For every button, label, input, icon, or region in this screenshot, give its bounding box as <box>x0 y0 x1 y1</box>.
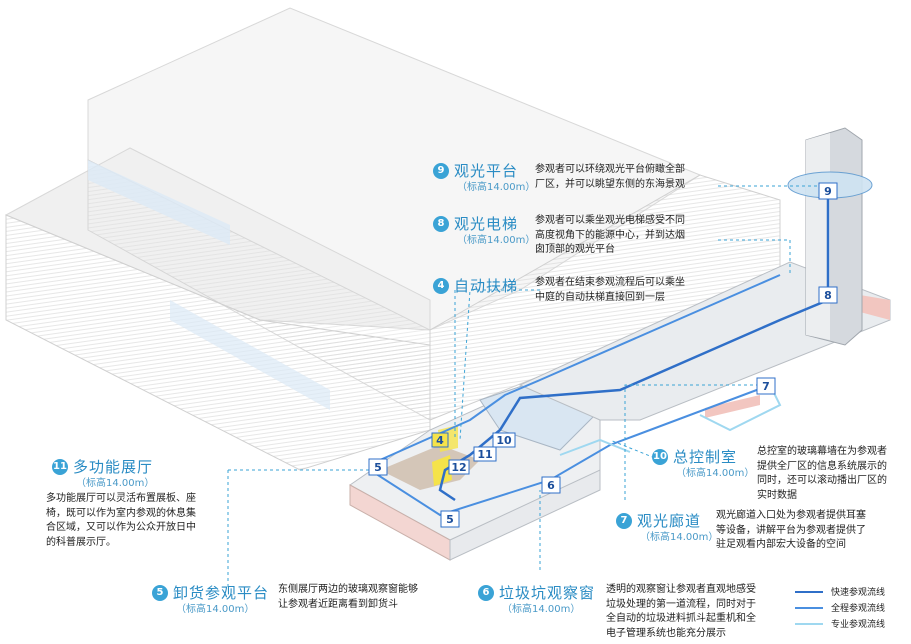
callout-title: 观光廊道 <box>637 512 702 530</box>
legend-swatch <box>795 606 823 609</box>
marker-12: 12 <box>451 461 466 474</box>
elevation-label: （标高14.00m） <box>640 532 719 543</box>
callout-observation-platform: 9 观光平台 （标高14.00m） <box>433 160 535 195</box>
marker-6: 6 <box>547 479 555 492</box>
elevation-label: （标高14.00m） <box>502 604 581 615</box>
legend-pro: 专业参观流线 <box>795 617 885 630</box>
callout-desc-11: 多功能展厅可以灵活布置展板、座椅，既可以作为室内参观的休息集合区域，又可以作为公… <box>46 493 196 548</box>
legend-swatch <box>795 622 823 625</box>
marker-9: 9 <box>824 185 832 198</box>
callout-desc-10: 总控室的玻璃幕墙在为参观者提供全厂区的信息系统展示的同时，还可以滚动播出厂区的实… <box>757 446 887 501</box>
route-markers: 9 8 7 10 11 4 12 5 5 6 <box>368 182 838 528</box>
callout-title: 多功能展厅 <box>73 458 154 476</box>
callout-desc-7: 观光廊道入口处为参观者提供耳塞等设备，讲解平台为参观者提供了驻足观看内部宏大设备… <box>716 510 866 550</box>
marker-11: 11 <box>477 448 492 461</box>
number-badge: 8 <box>433 215 449 232</box>
legend-full: 全程参观流线 <box>795 601 885 614</box>
legend-swatch <box>795 590 823 593</box>
callout-desc-9: 参观者可以环绕观光平台俯瞰全部厂区，并可以眺望东侧的东海景观 <box>535 164 685 190</box>
marker-4: 4 <box>436 434 444 447</box>
callout-title: 自动扶梯 <box>454 277 519 295</box>
leader-lines <box>227 185 828 590</box>
glass-strip-2 <box>170 300 330 410</box>
callout-unloading-platform: 5 卸货参观平台 （标高14.00m） <box>152 582 269 617</box>
marker-5a: 5 <box>374 461 382 474</box>
marker-8: 8 <box>824 289 832 302</box>
callout-escalator: 4 自动扶梯 <box>433 275 518 296</box>
callout-sightseeing-corridor: 7 观光廊道 （标高14.00m） <box>616 510 718 545</box>
number-badge: 7 <box>616 512 632 529</box>
callout-control-room: 10 总控制室 （标高14.00m） <box>652 446 754 481</box>
callout-desc-5: 东侧展厅两边的玻璃观察窗能够让参观者近距离看到卸货斗 <box>278 584 418 610</box>
elevation-label: （标高14.00m） <box>676 468 755 479</box>
number-badge: 9 <box>433 162 449 179</box>
callout-sightseeing-elevator: 8 观光电梯 （标高14.00m） <box>433 213 535 248</box>
number-badge: 4 <box>433 277 449 294</box>
elevation-label: （标高14.00m） <box>76 478 155 489</box>
yellow-area <box>432 455 452 486</box>
callout-waste-pit-window: 6 垃圾坑观察窗 （标高14.00m） <box>478 582 595 617</box>
pro-route <box>559 384 782 456</box>
marker-10: 10 <box>496 434 512 447</box>
elevation-label: （标高14.00m） <box>176 604 255 615</box>
elevation-label: （标高14.00m） <box>457 182 536 193</box>
number-badge: 6 <box>478 584 494 601</box>
callout-title: 观光平台 <box>454 162 519 180</box>
number-badge: 5 <box>152 584 168 601</box>
number-badge: 11 <box>52 458 68 475</box>
fast-route <box>438 190 830 502</box>
corridor-pink <box>860 295 890 320</box>
elevation-label: （标高14.00m） <box>457 235 536 246</box>
legend-fast: 快速参观流线 <box>795 585 885 598</box>
callout-desc-6: 透明的观察窗让参观者直观地感受垃圾处理的第一道流程，同时对于全自动的垃圾进料抓斗… <box>606 584 756 639</box>
floor-brown <box>380 445 480 490</box>
callout-title: 观光电梯 <box>454 215 519 233</box>
callout-title: 总控制室 <box>673 448 738 466</box>
number-badge: 10 <box>652 448 668 465</box>
callout-desc-4: 参观者在结束参观流程后可以乘坐中庭的自动扶梯直接回到一层 <box>535 277 685 303</box>
glass-strip <box>88 160 230 245</box>
marker-7: 7 <box>762 380 770 393</box>
marker-5b: 5 <box>446 513 454 526</box>
corridor-pink-2 <box>705 395 760 418</box>
callout-desc-8: 参观者可以乘坐观光电梯感受不同高度视角下的能源中心，并到达烟囱顶部的观光平台 <box>535 215 685 255</box>
callout-title: 垃圾坑观察窗 <box>499 584 596 602</box>
callout-multifunction-hall: 11 多功能展厅 （标高14.00m） <box>52 456 154 491</box>
callout-title: 卸货参观平台 <box>173 584 270 602</box>
